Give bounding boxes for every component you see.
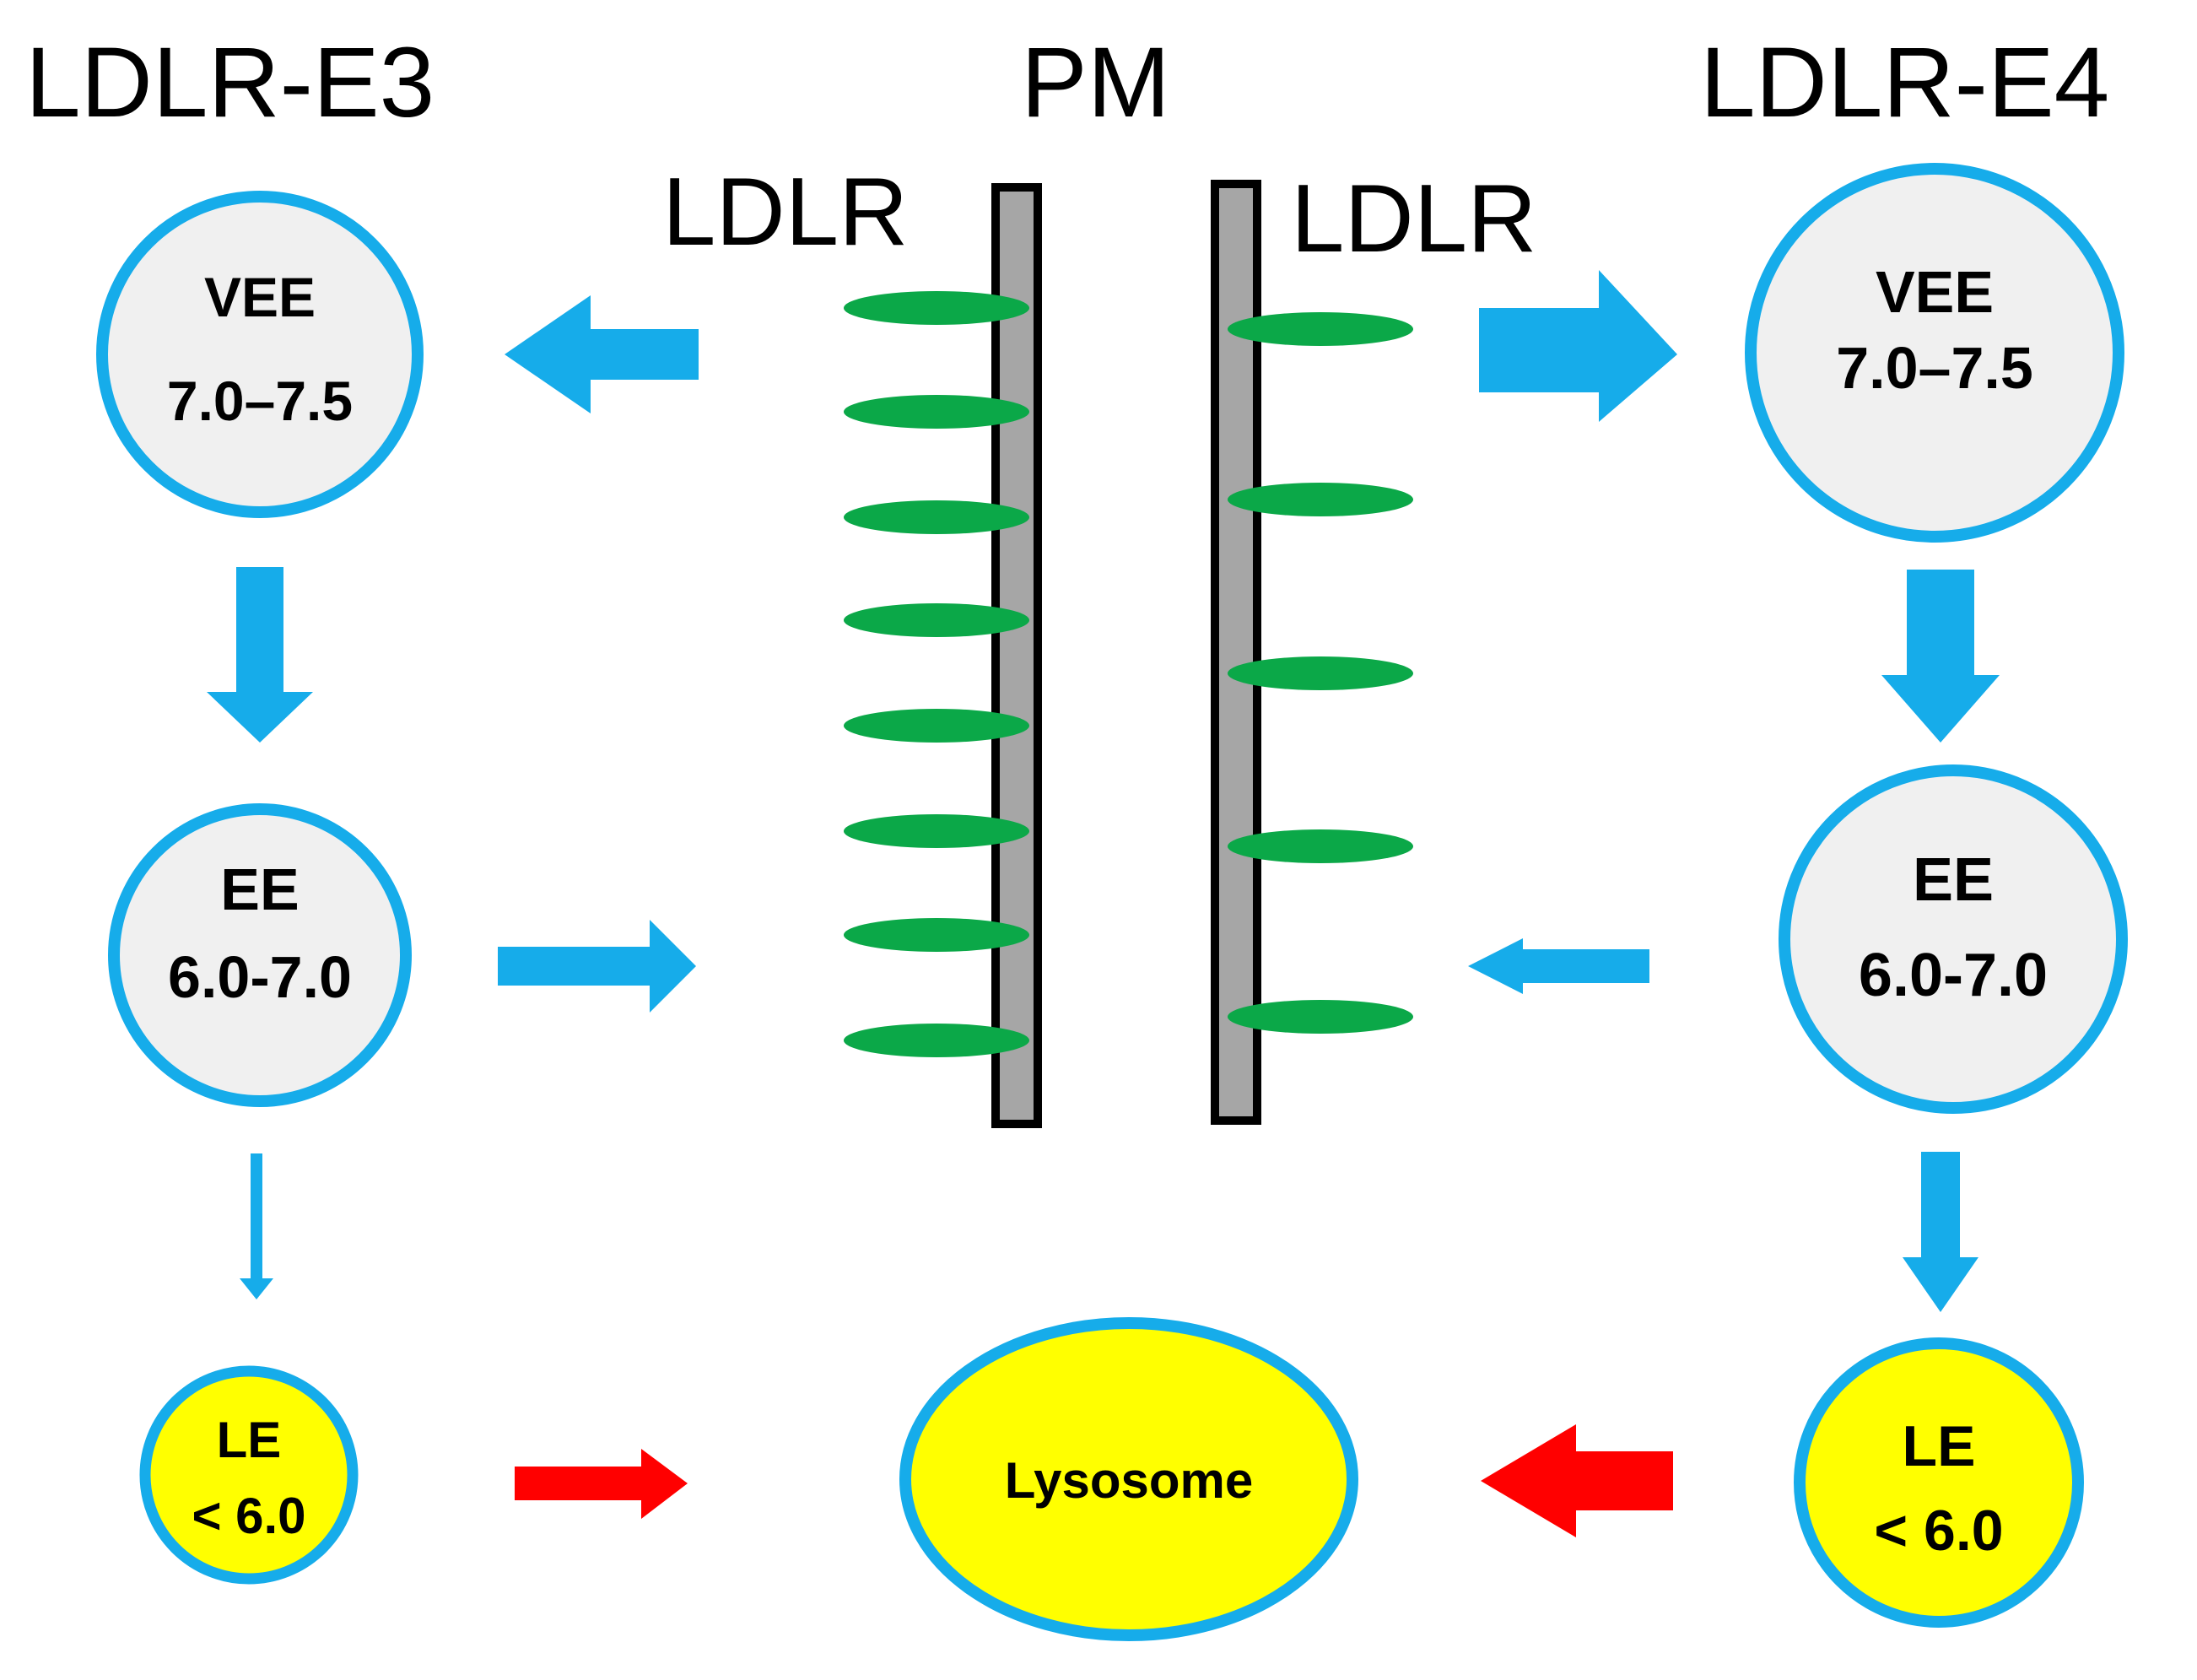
lysosome-label: Lysosome	[1005, 1452, 1254, 1509]
left-le-name: LE	[217, 1412, 282, 1468]
right-vee-name: VEE	[1876, 259, 1994, 325]
left-le-compartment	[139, 1365, 359, 1585]
arrow-vee-to-ee-right	[1881, 570, 2000, 743]
right-le-name: LE	[1903, 1414, 1976, 1478]
ldlr-receptor	[1228, 656, 1413, 690]
arrow-pm-to-vee-left	[505, 295, 699, 413]
right-receptor-group	[1228, 312, 1413, 1034]
ldlr-receptor	[1228, 1000, 1413, 1034]
center-title: PM	[1021, 27, 1170, 138]
ldlr-receptor	[844, 1024, 1029, 1057]
left-ee-name: EE	[220, 856, 299, 922]
right-ee-ph: 6.0-7.0	[1859, 942, 2048, 1009]
arrow-le-to-lysosome-right	[1481, 1424, 1673, 1537]
right-le-compartment	[1794, 1337, 2084, 1628]
ldlr-receptor	[844, 709, 1029, 743]
left-plasma-membrane	[991, 183, 1042, 1128]
left-vee-name: VEE	[204, 266, 316, 328]
arrow-ee-to-pm-left	[498, 920, 696, 1013]
arrow-le-to-lysosome-left	[515, 1449, 688, 1519]
left-ee-compartment	[108, 803, 412, 1107]
ldlr-receptor	[1228, 312, 1413, 346]
ldlr-receptor	[844, 918, 1029, 952]
right-membrane-label: LDLR	[1291, 165, 1536, 273]
left-vee-compartment	[96, 191, 424, 518]
right-vee-ph: 7.0–7.5	[1836, 335, 2033, 401]
ldlr-receptor	[844, 291, 1029, 325]
arrow-ee-to-le-right	[1903, 1152, 1978, 1312]
arrow-pm-to-vee-right	[1479, 270, 1677, 422]
ldlr-receptor	[844, 603, 1029, 637]
ldlr-receptor	[1228, 483, 1413, 516]
right-ee-name: EE	[1913, 846, 1994, 914]
left-receptor-group	[844, 291, 1029, 1057]
ldlr-receptor	[844, 395, 1029, 429]
right-le-ph: < 6.0	[1874, 1499, 2003, 1563]
arrow-ee-to-pm-right	[1468, 938, 1649, 994]
left-le-ph: < 6.0	[192, 1488, 305, 1544]
lysosome	[899, 1317, 1358, 1641]
right-vee-compartment	[1745, 163, 2124, 543]
left-membrane-label: LDLR	[662, 159, 908, 266]
left-title: LDLR-E3	[25, 27, 435, 138]
left-vee-ph: 7.0–7.5	[167, 370, 353, 432]
arrow-ee-to-le-left	[240, 1153, 273, 1299]
ldlr-receptor	[1228, 829, 1413, 863]
ldlr-receptor	[844, 814, 1029, 848]
arrow-vee-to-ee-left	[207, 567, 313, 743]
left-ee-ph: 6.0-7.0	[168, 944, 352, 1010]
right-title: LDLR-E4	[1700, 27, 2109, 138]
right-ee-compartment	[1779, 764, 2128, 1114]
ldlr-receptor	[844, 500, 1029, 534]
